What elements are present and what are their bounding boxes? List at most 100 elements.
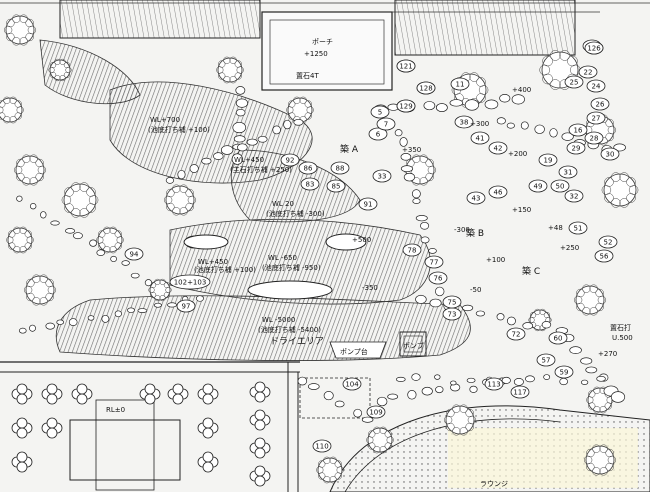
stone xyxy=(297,376,308,386)
shrub-symbol xyxy=(96,226,124,254)
numbered-stone: 24 xyxy=(586,79,606,93)
stone xyxy=(361,416,374,423)
stone xyxy=(114,310,122,318)
stone xyxy=(462,304,474,312)
porch-label: ポーチ xyxy=(312,38,333,46)
chair-symbol xyxy=(197,451,219,473)
stone xyxy=(520,121,529,130)
stone xyxy=(561,132,574,141)
level-note: +150 xyxy=(512,206,531,214)
numbered-stone: 22 xyxy=(578,65,598,79)
pump-box-label: ポンプ xyxy=(403,342,424,350)
water-level-note: WL+700 xyxy=(150,116,180,124)
stone-number: 7 xyxy=(384,121,388,129)
shrub-symbol xyxy=(286,96,314,124)
stone xyxy=(18,327,27,334)
level-note: -350 xyxy=(362,284,378,292)
stone xyxy=(334,400,345,408)
numbered-stone: 25 xyxy=(564,75,584,89)
stone-number: 129 xyxy=(399,103,412,111)
stone-number: 57 xyxy=(542,357,551,365)
stone xyxy=(411,373,421,381)
stone xyxy=(415,214,428,222)
shrub-symbol xyxy=(216,56,244,84)
lounge-area xyxy=(0,331,650,492)
level-note: +200 xyxy=(508,150,527,158)
stone xyxy=(421,386,433,396)
chair-symbol xyxy=(139,383,161,405)
stone xyxy=(569,346,582,354)
stone xyxy=(235,86,246,95)
stone xyxy=(549,128,558,138)
level-note: +250 xyxy=(560,244,579,252)
stone-number: 75 xyxy=(448,299,457,307)
chair-symbol xyxy=(249,409,271,431)
chair-symbol xyxy=(249,465,271,487)
plan-labels: ポーチ +1250 置石4T ドライエリア ポンプ台 ポンプ ラウンジ RL±0… xyxy=(106,38,633,488)
stone xyxy=(428,248,437,254)
stone xyxy=(511,94,525,105)
chair-symbol xyxy=(249,381,271,403)
stone-note: U.500 xyxy=(612,334,633,342)
stone-number: 38 xyxy=(460,119,469,127)
numbered-stone: 129 xyxy=(396,99,416,113)
numbered-stone: 52 xyxy=(598,235,618,249)
stone xyxy=(435,286,445,297)
stone-number: 52 xyxy=(604,239,613,247)
stone xyxy=(559,377,568,386)
pond-bottom-note: (池底打ち補 -5400) xyxy=(258,325,321,334)
stone xyxy=(130,272,140,279)
stone-note: 置石打 xyxy=(610,323,631,332)
numbered-stone: 41 xyxy=(470,131,490,145)
stone xyxy=(56,319,64,325)
stone-number: 94 xyxy=(130,251,139,259)
chair-symbol xyxy=(41,417,63,439)
stone xyxy=(235,98,249,108)
stone xyxy=(87,315,95,321)
stone xyxy=(293,118,304,126)
stone xyxy=(272,125,281,135)
stone-number: 22 xyxy=(584,69,593,77)
stone xyxy=(534,124,545,134)
stone xyxy=(496,117,506,125)
stone-number: 104 xyxy=(345,381,359,389)
numbered-stone: 49 xyxy=(528,179,548,193)
water-level-note: WL+450 xyxy=(234,156,264,164)
pump-label: ポンプ台 xyxy=(340,347,368,356)
water-level-note: WL 20 xyxy=(272,200,294,208)
numbered-stone: 76 xyxy=(428,271,448,285)
numbered-stone: 57 xyxy=(536,353,556,367)
shrub-symbol xyxy=(23,274,57,306)
stone-number: 73 xyxy=(448,311,457,319)
stone-number: 6 xyxy=(376,131,381,139)
stone xyxy=(323,391,334,401)
stone xyxy=(177,169,186,180)
shrub-symbol xyxy=(573,284,607,316)
numbered-stone: 5 xyxy=(370,105,390,119)
shrub-symbol xyxy=(583,444,617,476)
numbered-stone: 121 xyxy=(396,59,416,73)
shrub-symbol xyxy=(366,426,394,454)
stone xyxy=(412,198,421,204)
stone xyxy=(68,318,78,327)
numbered-stone: 56 xyxy=(594,249,614,263)
stone xyxy=(195,295,204,302)
pond-bottom-note: (池底打ち補 -950) xyxy=(262,263,321,272)
stone xyxy=(213,152,224,160)
numbered-stone: 72 xyxy=(506,327,526,341)
stone-number: 83 xyxy=(306,181,315,189)
stone-number: 42 xyxy=(494,145,503,153)
level-note: +300 xyxy=(470,120,489,128)
numbered-stone: 42 xyxy=(488,141,508,155)
garden-b-label: 築 B xyxy=(466,227,484,239)
stone-number: 92 xyxy=(286,157,295,165)
stone xyxy=(434,374,441,380)
numbered-stone: 110 xyxy=(312,439,332,453)
stone xyxy=(507,316,516,326)
water-level-note: WL -650 xyxy=(268,254,297,262)
stone xyxy=(525,375,535,383)
stone xyxy=(423,101,436,111)
numbered-stone: 43 xyxy=(466,191,486,205)
garden-c-label: 築 C xyxy=(522,265,540,277)
stone-number: 128 xyxy=(419,85,432,93)
